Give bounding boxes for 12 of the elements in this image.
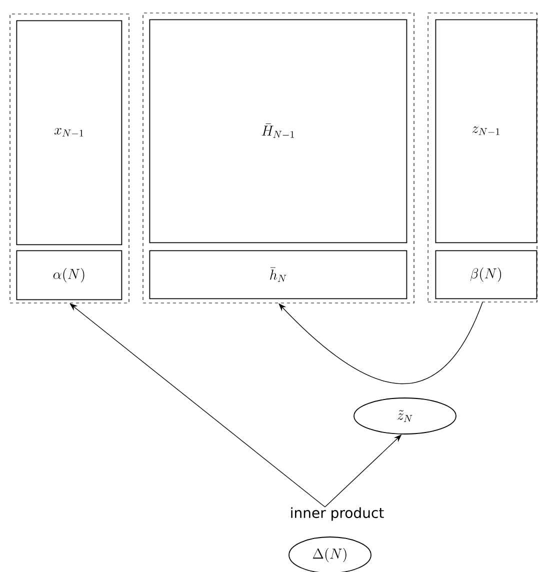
matrix-box: $x_{N-1}$ (16, 20, 122, 246)
dashed-group-box (428, 12, 538, 302)
matrix-box: $z_{N-1}$ (435, 19, 538, 244)
matrix-box: $\bar{h}_N$ (149, 250, 408, 300)
caption-text: inner product (291, 507, 384, 521)
dashed-group-box (10, 14, 130, 304)
matrix-box: $\bar{H}_{N-1}$ (149, 19, 408, 244)
dashed-group-box (142, 12, 414, 304)
matrix-box: $\alpha(N)$ (16, 250, 122, 300)
ellipse-node: $\tilde{z}_N$ (354, 398, 456, 434)
arrow (278, 302, 483, 384)
matrix-box: $\beta(N)$ (435, 250, 538, 300)
